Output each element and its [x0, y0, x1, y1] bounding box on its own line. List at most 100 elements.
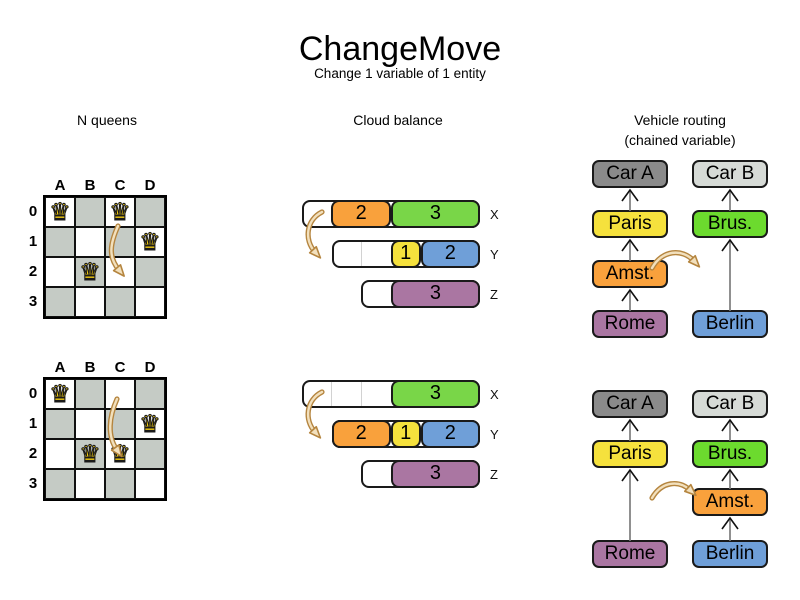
vehicle-node-paris-after: Paris [592, 440, 668, 468]
board-row-label-0: 0 [28, 203, 38, 220]
board-cell-A3 [45, 287, 75, 317]
page-title: ChangeMove [298, 30, 502, 68]
computer-capacity-bar-Z-before: 3 [361, 280, 480, 308]
board-col-label-C: C [114, 359, 126, 376]
computer-label-X-after: X [490, 387, 499, 402]
board-cell-A2 [45, 439, 75, 469]
process-block-purple: 3 [390, 280, 480, 308]
vehicle-node-berlin-after: Berlin [692, 540, 768, 568]
process-block-orange: 2 [331, 200, 391, 228]
queen-icon-C2: ♛ [109, 439, 132, 468]
vehicle-node-rome-after: Rome [592, 540, 668, 568]
board-cell-B1 [75, 227, 105, 257]
chain-arrowhead [721, 238, 739, 252]
board-cell-B0 [75, 197, 105, 227]
board-cell-D0 [135, 197, 165, 227]
board-col-label-C: C [114, 177, 126, 194]
board-cell-D1 [135, 409, 165, 439]
vehicle-move-arrow-after [650, 482, 697, 500]
board-cell-B3 [75, 469, 105, 499]
board-cell-C2 [105, 257, 135, 287]
board-cell-A0 [45, 379, 75, 409]
column-header-cloud: Cloud balance [353, 112, 443, 128]
board-cell-A1 [45, 227, 75, 257]
nqueens-board-before: ♛♛♛♛ [43, 195, 167, 319]
board-cell-B2 [75, 439, 105, 469]
board-row-label-0: 0 [28, 385, 38, 402]
board-cell-A3 [45, 469, 75, 499]
board-cell-D3 [135, 287, 165, 317]
computer-capacity-bar-Z-after: 3 [361, 460, 480, 488]
queen-icon-A0: ♛ [49, 379, 72, 408]
board-cell-C1 [105, 409, 135, 439]
board-row-label-3: 3 [28, 293, 38, 310]
board-cell-A0 [45, 197, 75, 227]
computer-label-Y-before: Y [490, 247, 499, 262]
computer-label-Y-after: Y [490, 427, 499, 442]
chain-arrowhead [621, 238, 639, 252]
board-cell-C3 [105, 287, 135, 317]
board-col-label-B: B [84, 359, 96, 376]
board-cell-D2 [135, 257, 165, 287]
nqueens-board-after: ♛♛♛♛ [43, 377, 167, 501]
chain-arrowhead [621, 418, 639, 432]
board-col-label-D: D [144, 359, 156, 376]
board-cell-C1 [105, 227, 135, 257]
board-row-label-2: 2 [28, 263, 38, 280]
process-block-purple: 3 [390, 460, 480, 488]
board-cell-A2 [45, 257, 75, 287]
board-row-label-1: 1 [28, 233, 38, 250]
board-cell-B2 [75, 257, 105, 287]
capacity-unit-divider [361, 242, 363, 266]
computer-capacity-bar-X-after: 3 [301, 380, 480, 408]
vehicle-node-cara-after: Car A [592, 390, 668, 418]
queen-icon-B2: ♛ [79, 257, 102, 286]
queen-icon-B2: ♛ [79, 439, 102, 468]
board-cell-D1 [135, 227, 165, 257]
board-row-label-2: 2 [28, 445, 38, 462]
queen-icon-C0: ♛ [109, 197, 132, 226]
process-block-yellow: 1 [390, 240, 421, 268]
chain-arrowhead [721, 468, 739, 482]
vehicle-node-brus-before: Brus. [692, 210, 768, 238]
capacity-unit-divider [361, 382, 363, 406]
vehicle-node-amst-after: Amst. [692, 488, 768, 516]
computer-label-Z-after: Z [490, 467, 498, 482]
board-col-label-A: A [54, 177, 66, 194]
chain-arrowhead [721, 418, 739, 432]
capacity-unit-divider [331, 382, 333, 406]
process-block-blue: 2 [420, 240, 480, 268]
page-subtitle: Change 1 variable of 1 entity [314, 66, 486, 81]
vehicle-node-berlin-before: Berlin [692, 310, 768, 338]
computer-label-Z-before: Z [490, 287, 498, 302]
board-cell-B0 [75, 379, 105, 409]
board-col-label-D: D [144, 177, 156, 194]
process-block-orange: 2 [331, 420, 391, 448]
chain-arrowhead [721, 188, 739, 202]
vehicle-node-cara-before: Car A [592, 160, 668, 188]
board-col-label-A: A [54, 359, 66, 376]
queen-icon-D1: ♛ [139, 227, 162, 256]
vehicle-node-amst-before: Amst. [592, 260, 668, 288]
vehicle-node-carb-after: Car B [692, 390, 768, 418]
board-cell-B3 [75, 287, 105, 317]
column-header-vehicle-line2: (chained variable) [624, 132, 736, 148]
column-header-nqueens: N queens [77, 112, 137, 128]
board-cell-C0 [105, 379, 135, 409]
queen-icon-A0: ♛ [49, 197, 72, 226]
chain-arrowhead [621, 288, 639, 302]
vehicle-move-arrow-after-outline [649, 481, 693, 501]
board-cell-D0 [135, 379, 165, 409]
board-cell-C3 [105, 469, 135, 499]
chain-arrowhead [621, 468, 639, 482]
board-cell-D3 [135, 469, 165, 499]
column-header-vehicle-line1: Vehicle routing [634, 112, 726, 128]
process-block-cloud_green: 3 [390, 200, 480, 228]
computer-label-X-before: X [490, 207, 499, 222]
vehicle-node-paris-before: Paris [592, 210, 668, 238]
vehicle-node-rome-before: Rome [592, 310, 668, 338]
